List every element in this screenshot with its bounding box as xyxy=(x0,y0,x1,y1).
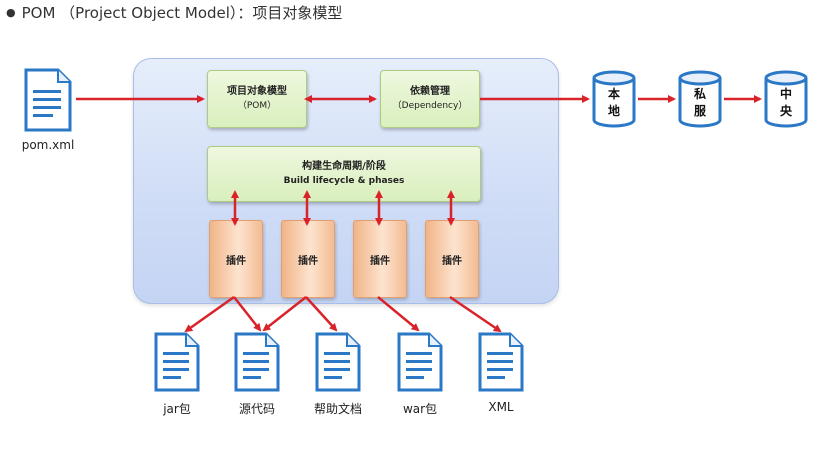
page-heading: ● POM （Project Object Model）：项目对象模型 xyxy=(6,2,342,23)
lifecycle-box-title: 构建生命周期/阶段 xyxy=(302,161,386,172)
arrow-plugin1-jar xyxy=(184,295,235,333)
heading-text: POM （Project Object Model）：项目对象模型 xyxy=(21,4,343,22)
output-source-icon xyxy=(234,332,280,392)
repo-private-char-2: 服 xyxy=(693,104,706,118)
pom-file-label: pom.xml xyxy=(21,138,75,152)
pom-file-icon xyxy=(24,68,72,132)
plugin-box-3: 插件 xyxy=(353,220,407,298)
output-docs-label: 帮助文档 xyxy=(313,402,362,416)
dependency-box: 依赖管理 （Dependency） xyxy=(380,70,480,128)
arrow-plugin3-war xyxy=(377,296,420,332)
output-docs-icon xyxy=(315,332,361,392)
repo-central-char-1: 中 xyxy=(779,87,792,101)
plugin-box-4: 插件 xyxy=(425,220,479,298)
plugin-box-1: 插件 xyxy=(209,220,263,298)
plugin-label: 插件 xyxy=(370,255,390,267)
output-war-icon xyxy=(397,332,443,392)
pom-box-subtitle: （POM） xyxy=(237,101,277,111)
lifecycle-box-subtitle: Build lifecycle & phases xyxy=(283,176,405,186)
output-jar-label: jar包 xyxy=(163,402,191,416)
plugin-label: 插件 xyxy=(226,255,246,267)
repo-local-char-2: 地 xyxy=(607,104,620,118)
arrow-plugin2-docs xyxy=(305,296,338,332)
output-xml-label: XML xyxy=(488,400,514,414)
repo-central: 中 央 xyxy=(764,70,808,128)
database-icon xyxy=(678,70,722,128)
bullet: ● xyxy=(6,6,16,19)
output-jar-icon xyxy=(154,332,200,392)
plugin-label: 插件 xyxy=(298,255,318,267)
dependency-box-title: 依赖管理 xyxy=(410,86,450,97)
pom-box-title: 项目对象模型 xyxy=(227,86,287,97)
repo-central-char-2: 央 xyxy=(779,104,792,118)
arrow-plugin2-source xyxy=(262,296,307,332)
plugin-label: 插件 xyxy=(442,255,462,267)
arrow-plugin1-source xyxy=(233,296,262,332)
arrow-plugin4-xml xyxy=(449,295,502,333)
database-icon xyxy=(592,70,636,128)
repo-local: 本 地 xyxy=(592,70,636,128)
lifecycle-box: 构建生命周期/阶段 Build lifecycle & phases xyxy=(207,146,481,202)
repo-local-char-1: 本 xyxy=(607,87,620,101)
pom-box: 项目对象模型 （POM） xyxy=(207,70,307,128)
database-icon xyxy=(764,70,808,128)
output-source-label: 源代码 xyxy=(238,402,275,416)
repo-private: 私 服 xyxy=(678,70,722,128)
dependency-box-subtitle: （Dependency） xyxy=(392,101,468,111)
output-xml-icon xyxy=(478,332,524,392)
output-war-label: war包 xyxy=(402,402,438,416)
repo-private-char-1: 私 xyxy=(693,87,706,101)
